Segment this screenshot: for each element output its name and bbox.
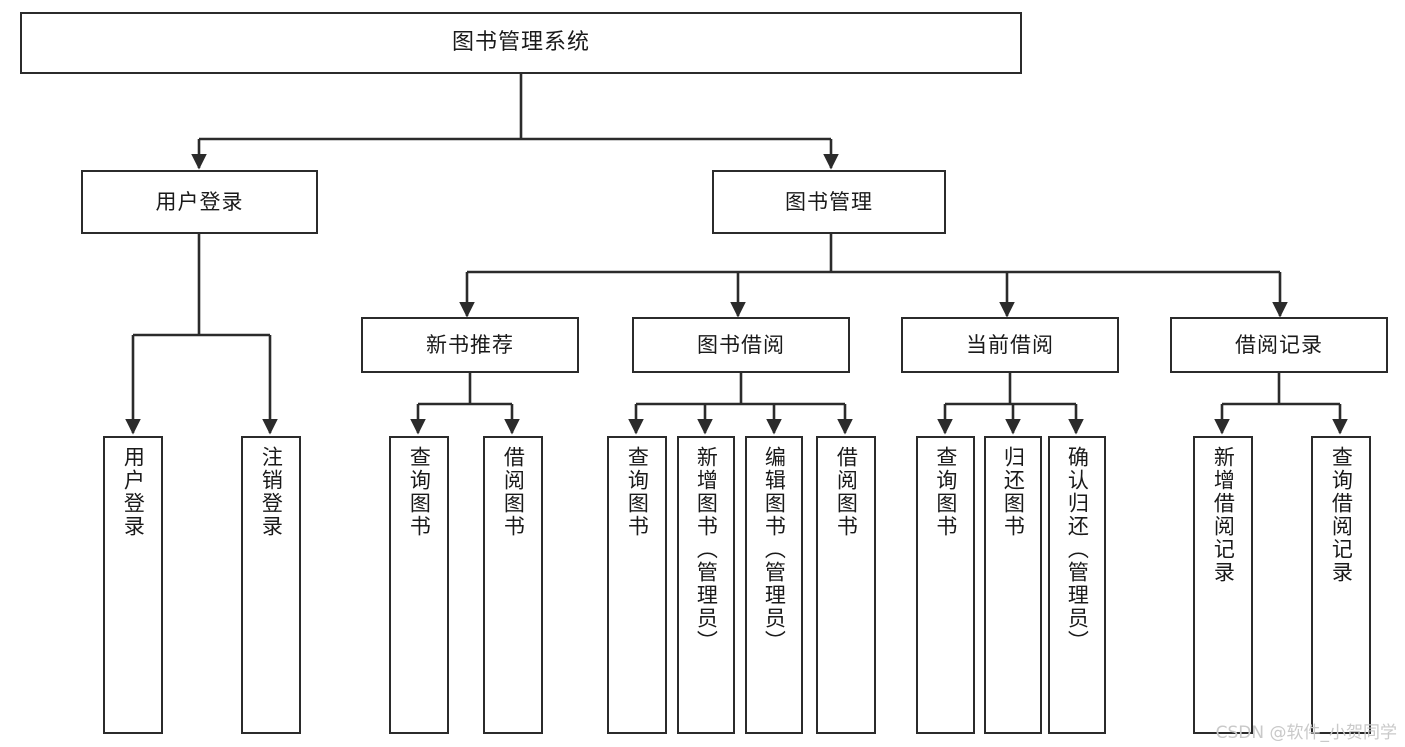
node-book-borrow-label: 图书借阅	[697, 332, 785, 357]
node-new-book-recommend-label: 新书推荐	[426, 332, 514, 357]
node-root[interactable]: 图书管理系统	[20, 12, 1022, 74]
node-leaf-confirm-return-label: 确认归还（管理员）	[1065, 446, 1090, 653]
node-leaf-confirm-return[interactable]: 确认归还（管理员）	[1048, 436, 1106, 734]
node-leaf-user-login[interactable]: 用户登录	[103, 436, 163, 734]
node-leaf-return-book-label: 归还图书	[1001, 446, 1026, 538]
node-leaf-query-book-1[interactable]: 查询图书	[389, 436, 449, 734]
node-leaf-borrow-book-1[interactable]: 借阅图书	[483, 436, 543, 734]
node-borrow-record[interactable]: 借阅记录	[1170, 317, 1388, 373]
node-leaf-add-book-label: 新增图书（管理员）	[694, 446, 719, 653]
node-leaf-add-record[interactable]: 新增借阅记录	[1193, 436, 1253, 734]
node-new-book-recommend[interactable]: 新书推荐	[361, 317, 579, 373]
node-borrow-record-label: 借阅记录	[1235, 332, 1323, 357]
node-leaf-logout-login[interactable]: 注销登录	[241, 436, 301, 734]
node-leaf-query-book-3[interactable]: 查询图书	[916, 436, 975, 734]
node-book-management-label: 图书管理	[785, 189, 873, 214]
node-leaf-borrow-book-1-label: 借阅图书	[501, 446, 526, 538]
node-leaf-add-book[interactable]: 新增图书（管理员）	[677, 436, 735, 734]
node-current-borrow[interactable]: 当前借阅	[901, 317, 1119, 373]
node-book-management[interactable]: 图书管理	[712, 170, 946, 234]
node-current-borrow-label: 当前借阅	[966, 332, 1054, 357]
node-leaf-user-login-label: 用户登录	[121, 446, 146, 538]
node-leaf-borrow-book-2[interactable]: 借阅图书	[816, 436, 876, 734]
watermark: CSDN @软件_小贺同学	[1215, 723, 1397, 743]
node-leaf-query-book-2[interactable]: 查询图书	[607, 436, 667, 734]
node-book-borrow[interactable]: 图书借阅	[632, 317, 850, 373]
node-leaf-query-book-2-label: 查询图书	[625, 446, 650, 538]
node-leaf-add-record-label: 新增借阅记录	[1211, 446, 1236, 584]
node-leaf-borrow-book-2-label: 借阅图书	[834, 446, 859, 538]
node-leaf-edit-book[interactable]: 编辑图书（管理员）	[745, 436, 803, 734]
node-leaf-query-record[interactable]: 查询借阅记录	[1311, 436, 1371, 734]
node-leaf-query-record-label: 查询借阅记录	[1329, 446, 1354, 584]
node-leaf-query-book-1-label: 查询图书	[407, 446, 432, 538]
node-leaf-edit-book-label: 编辑图书（管理员）	[762, 446, 787, 653]
node-user-login[interactable]: 用户登录	[81, 170, 318, 234]
node-leaf-query-book-3-label: 查询图书	[933, 446, 958, 538]
node-root-label: 图书管理系统	[451, 30, 590, 56]
node-leaf-logout-login-label: 注销登录	[259, 446, 284, 538]
node-leaf-return-book[interactable]: 归还图书	[984, 436, 1042, 734]
node-user-login-label: 用户登录	[155, 189, 244, 214]
